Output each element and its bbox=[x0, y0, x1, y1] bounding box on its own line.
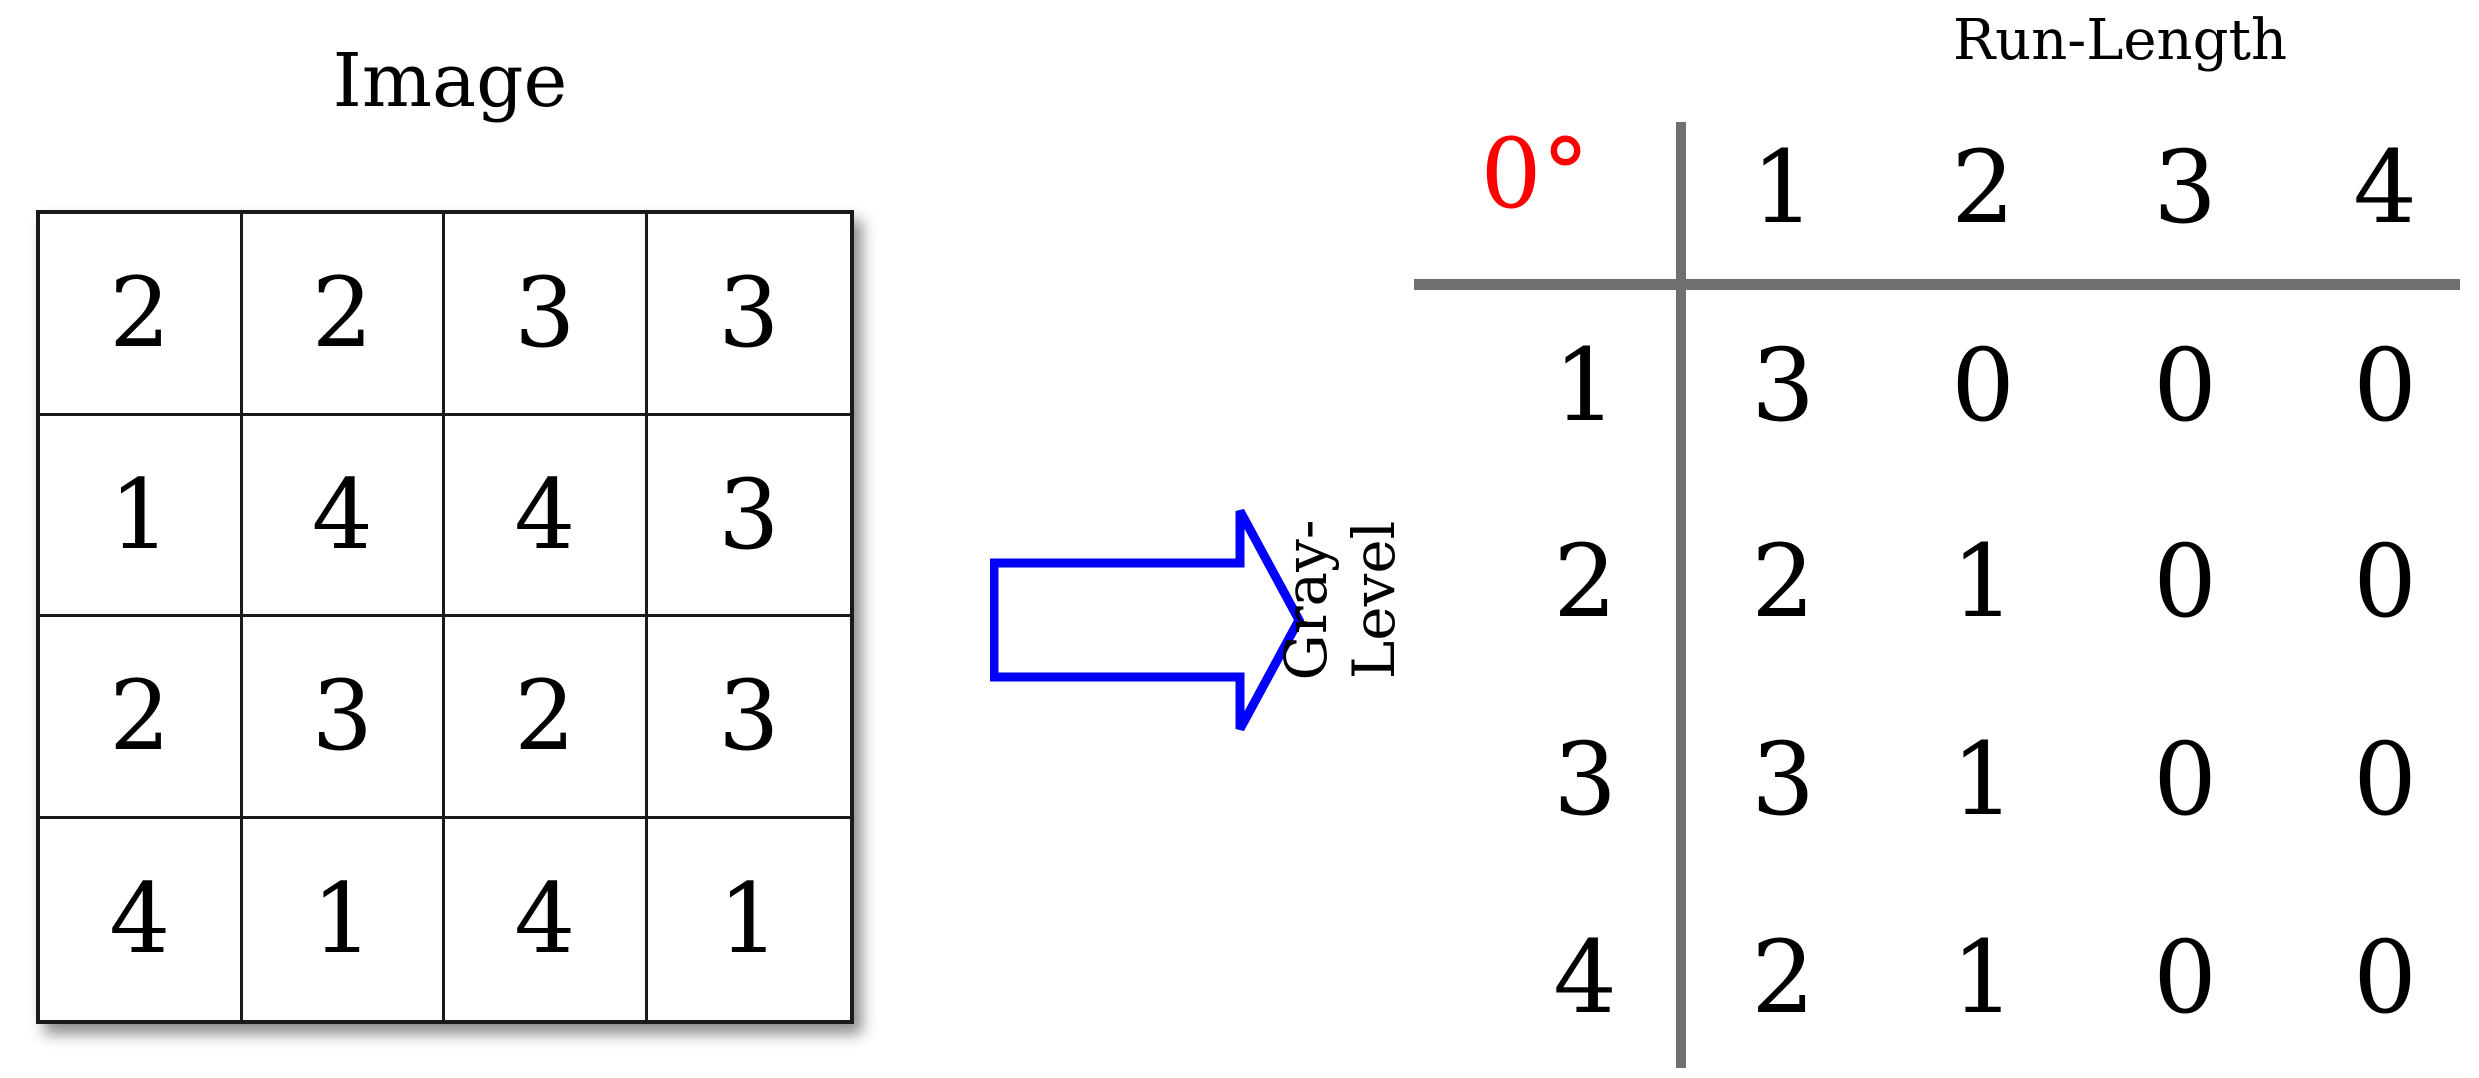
matrix-cell: 0 bbox=[2353, 327, 2417, 444]
image-cell: 2 bbox=[40, 214, 243, 416]
run-length-header: 4 bbox=[2353, 129, 2417, 246]
image-cell: 4 bbox=[40, 818, 243, 1020]
image-cell: 2 bbox=[242, 214, 445, 416]
run-length-header: 2 bbox=[1951, 129, 2015, 246]
image-cell: 3 bbox=[445, 214, 648, 416]
image-cell: 3 bbox=[647, 617, 850, 819]
matrix-cell: 0 bbox=[2153, 327, 2217, 444]
image-cell: 3 bbox=[242, 617, 445, 819]
matrix-cell: 0 bbox=[1951, 327, 2015, 444]
matrix-cell: 1 bbox=[1951, 523, 2015, 640]
matrix-vertical-divider bbox=[1676, 122, 1686, 1068]
image-cell: 3 bbox=[647, 214, 850, 416]
image-cell: 2 bbox=[40, 617, 243, 819]
matrix-cell: 0 bbox=[2153, 919, 2217, 1036]
matrix-cell: 0 bbox=[2353, 919, 2417, 1036]
right-arrow-icon bbox=[990, 508, 1305, 732]
matrix-cell: 3 bbox=[1751, 327, 1815, 444]
matrix-cell: 1 bbox=[1951, 721, 2015, 838]
matrix-cell: 0 bbox=[2153, 523, 2217, 640]
gray-level-axis-label: Gray-Level bbox=[1272, 519, 1408, 681]
run-length-axis-label: Run-Length bbox=[1952, 8, 2288, 73]
image-cell: 3 bbox=[647, 416, 850, 617]
image-cell: 4 bbox=[445, 415, 648, 617]
gray-level-header: 3 bbox=[1553, 721, 1617, 838]
image-cell: 1 bbox=[718, 863, 780, 976]
gray-level-header: 4 bbox=[1553, 919, 1617, 1036]
matrix-cell: 3 bbox=[1751, 721, 1815, 838]
image-cell: 1 bbox=[40, 415, 243, 617]
gray-level-header: 2 bbox=[1553, 523, 1617, 640]
image-cell: 2 bbox=[445, 617, 648, 819]
matrix-cell: 2 bbox=[1751, 919, 1815, 1036]
image-cell: 4 bbox=[242, 415, 445, 617]
image-cell: 1 bbox=[243, 818, 445, 1020]
matrix-cell: 1 bbox=[1951, 919, 2015, 1036]
matrix-cell: 0 bbox=[2353, 523, 2417, 640]
matrix-cell: 0 bbox=[2353, 721, 2417, 838]
image-cell: 4 bbox=[445, 818, 648, 1020]
gray-level-header: 1 bbox=[1553, 327, 1617, 444]
image-grid: 2 2 3 3 1 4 4 3 2 3 2 3 4 1 4 1 bbox=[36, 210, 854, 1024]
run-length-header: 1 bbox=[1751, 129, 1815, 246]
run-length-header: 3 bbox=[2153, 129, 2217, 246]
matrix-horizontal-divider bbox=[1414, 279, 2460, 290]
image-title: Image bbox=[332, 38, 568, 124]
matrix-cell: 0 bbox=[2153, 721, 2217, 838]
angle-label: 0° bbox=[1480, 118, 1590, 230]
matrix-cell: 2 bbox=[1751, 523, 1815, 640]
